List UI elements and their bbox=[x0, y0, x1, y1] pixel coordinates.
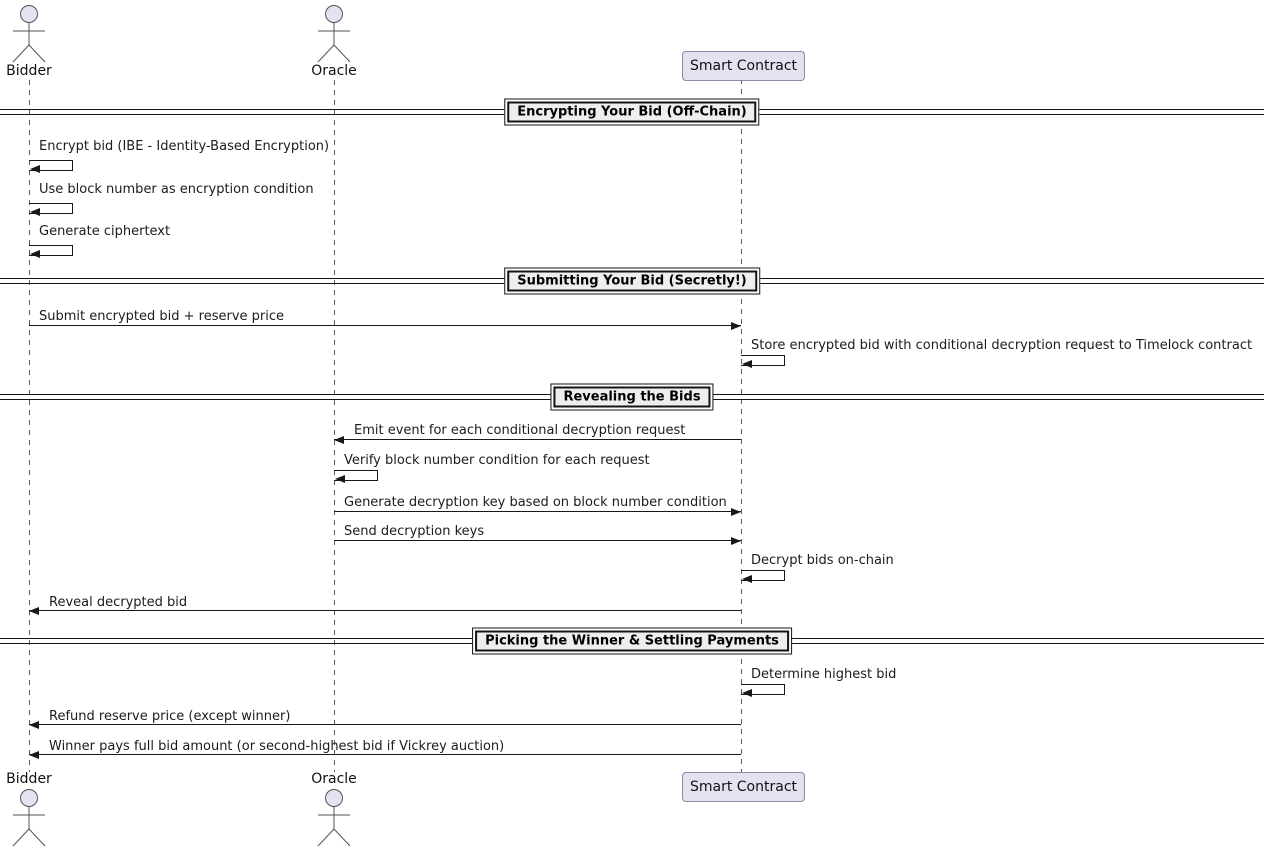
message-arrow bbox=[334, 439, 741, 440]
actor-figure-bidder-bottom bbox=[12, 789, 46, 847]
arrowhead-left-icon bbox=[29, 606, 39, 615]
message-label: Reveal decrypted bid bbox=[49, 595, 188, 610]
message-arrow bbox=[29, 724, 741, 725]
actor-figure-bidder-top bbox=[12, 5, 46, 63]
section-divider-title: Submitting Your Bid (Secretly!) bbox=[507, 270, 757, 292]
arrowhead-left-icon bbox=[742, 575, 752, 583]
message-label: Winner pays full bid amount (or second-h… bbox=[49, 739, 505, 754]
message-label: Decrypt bids on-chain bbox=[751, 553, 894, 568]
message-label: Generate ciphertext bbox=[39, 224, 171, 239]
participant-box-contract-top: Smart Contract bbox=[682, 51, 805, 81]
participant-label-bidder-top: Bidder bbox=[6, 63, 52, 79]
arrowhead-left-icon bbox=[742, 360, 752, 368]
self-message-arrow bbox=[334, 470, 378, 481]
actor-figure-oracle-bottom bbox=[317, 789, 351, 847]
message-label: Generate decryption key based on block n… bbox=[344, 495, 727, 510]
section-divider-title: Encrypting Your Bid (Off-Chain) bbox=[507, 101, 757, 123]
arrowhead-left-icon bbox=[30, 165, 40, 173]
message-arrow bbox=[29, 325, 741, 326]
self-message-arrow bbox=[29, 160, 73, 171]
arrowhead-right-icon bbox=[731, 536, 741, 545]
arrowhead-left-icon bbox=[30, 250, 40, 258]
message-arrow bbox=[29, 610, 741, 611]
message-label: Use block number as encryption condition bbox=[39, 182, 314, 197]
message-label: Determine highest bid bbox=[751, 667, 897, 682]
actor-figure-oracle-top bbox=[317, 5, 351, 63]
lifeline-contract bbox=[741, 79, 742, 772]
self-message-arrow bbox=[29, 245, 73, 256]
lifeline-oracle bbox=[334, 80, 335, 772]
participant-label-bidder-bottom: Bidder bbox=[6, 771, 52, 787]
arrowhead-left-icon bbox=[742, 689, 752, 697]
participant-box-contract-bottom: Smart Contract bbox=[682, 772, 805, 802]
arrowhead-left-icon bbox=[29, 720, 39, 729]
message-label: Send decryption keys bbox=[344, 524, 485, 539]
participant-label-oracle-top: Oracle bbox=[311, 63, 357, 79]
arrowhead-right-icon bbox=[731, 507, 741, 516]
message-label: Submit encrypted bid + reserve price bbox=[39, 309, 285, 324]
section-divider: Revealing the Bids bbox=[550, 383, 714, 411]
section-divider: Picking the Winner & Settling Payments bbox=[472, 627, 792, 655]
section-divider: Submitting Your Bid (Secretly!) bbox=[504, 267, 760, 295]
message-label: Encrypt bid (IBE - Identity-Based Encryp… bbox=[39, 139, 330, 154]
message-label: Store encrypted bid with conditional dec… bbox=[751, 338, 1253, 353]
arrowhead-left-icon bbox=[335, 475, 345, 483]
self-message-arrow bbox=[29, 203, 73, 214]
section-divider-title: Picking the Winner & Settling Payments bbox=[475, 630, 789, 652]
message-arrow bbox=[334, 540, 741, 541]
arrowhead-left-icon bbox=[334, 435, 344, 444]
message-label: Refund reserve price (except winner) bbox=[49, 709, 291, 724]
self-message-arrow bbox=[741, 570, 785, 581]
lifeline-bidder bbox=[29, 80, 30, 772]
arrowhead-left-icon bbox=[29, 750, 39, 759]
self-message-arrow bbox=[741, 355, 785, 366]
message-arrow bbox=[29, 754, 741, 755]
message-arrow bbox=[334, 511, 741, 512]
arrowhead-left-icon bbox=[30, 208, 40, 216]
section-divider: Encrypting Your Bid (Off-Chain) bbox=[504, 98, 760, 126]
participant-label-contract-bottom: Smart Contract bbox=[689, 779, 798, 795]
arrowhead-right-icon bbox=[731, 321, 741, 330]
message-label: Verify block number condition for each r… bbox=[344, 453, 650, 468]
section-divider-title: Revealing the Bids bbox=[553, 386, 711, 408]
participant-label-oracle-bottom: Oracle bbox=[311, 771, 357, 787]
message-label: Emit event for each conditional decrypti… bbox=[354, 423, 686, 438]
participant-label-contract-top: Smart Contract bbox=[689, 58, 798, 74]
self-message-arrow bbox=[741, 684, 785, 695]
